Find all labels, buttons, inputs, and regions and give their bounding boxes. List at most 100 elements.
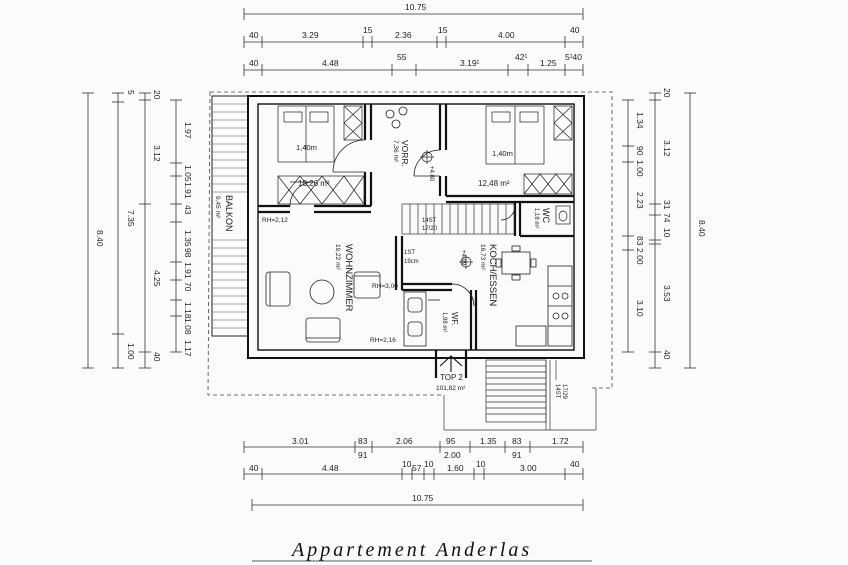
dim-top-r1-4: 15 bbox=[438, 25, 448, 35]
stair-lower-ratio: 17/29 bbox=[561, 384, 567, 400]
wc-area: 1,18 m² bbox=[533, 208, 539, 228]
stair-mid-height: 19cm bbox=[404, 259, 419, 265]
dim-bot-r1-6: 1.72 bbox=[552, 436, 569, 446]
kochessen-area: 16,73 m² bbox=[479, 244, 486, 270]
dim-top-r2-5: 1.25 bbox=[540, 58, 557, 68]
living-furniture bbox=[265, 271, 381, 343]
stair-upper bbox=[401, 203, 515, 235]
dim-right-in-0: 1.34 bbox=[635, 112, 645, 129]
dim-left-mid: 7.35 bbox=[126, 210, 136, 227]
dim-left-outer: 8.40 bbox=[95, 230, 105, 247]
dim-bot-r1-2: 2.06 bbox=[396, 436, 413, 446]
dim-bot-r2-7: 3.00 bbox=[520, 463, 537, 473]
bedroom1-bed-size: 1,40m bbox=[296, 143, 317, 152]
rh-label-1: RH=2,12 bbox=[262, 217, 288, 224]
dim-right-inner-3: 74 bbox=[662, 213, 672, 223]
stair-lower bbox=[443, 359, 597, 431]
beds bbox=[277, 105, 545, 165]
coat-hooks bbox=[385, 106, 408, 129]
dim-bot-r2-5: 1.60 bbox=[447, 463, 464, 473]
dim-left-inner-20: 20 bbox=[152, 90, 162, 100]
dim-left-in-6: 1.91 bbox=[183, 262, 193, 279]
rh-label-3: RH=2,16 bbox=[370, 337, 396, 344]
dim-bot-r1-4: 1.35 bbox=[480, 436, 497, 446]
dim-top-r1-1: 3.29 bbox=[302, 30, 319, 40]
dim-top-r1-2: 15 bbox=[363, 25, 373, 35]
dim-bot-r2-8: 40 bbox=[570, 459, 580, 469]
dim-bot-r1-0: 3.01 bbox=[292, 436, 309, 446]
door-swings bbox=[289, 139, 516, 307]
dim-right-inner-4: 10 bbox=[662, 228, 672, 238]
dim-left-in-10: 1.17 bbox=[183, 340, 193, 357]
dim-bot-sub-0: 91 bbox=[358, 450, 368, 460]
dim-left-in-2: 1.91 bbox=[183, 182, 193, 199]
dim-top-overall: 10.75 bbox=[405, 2, 427, 12]
dim-top-r1-0: 40 bbox=[249, 30, 259, 40]
bedroom2-area: 12,48 m² bbox=[478, 179, 510, 188]
stair-upper-ratio: 17/20 bbox=[422, 226, 438, 232]
kochessen-label: KOCH/ESSEN bbox=[487, 244, 498, 306]
bottom-dimensions bbox=[243, 441, 584, 511]
rh-label-2: RH=3,00 bbox=[372, 283, 398, 290]
dim-top-r1-5: 4.00 bbox=[498, 30, 515, 40]
dim-left-inner-425: 4.25 bbox=[152, 270, 162, 287]
stair-upper-steps: 14ST bbox=[422, 218, 437, 224]
dim-bot-r1-3: 95 bbox=[446, 436, 456, 446]
right-dimensions bbox=[622, 92, 696, 369]
dim-left-in-9: 1.08 bbox=[183, 318, 193, 335]
dim-bot-r2-6: 10 bbox=[476, 459, 486, 469]
kitchen-fixtures bbox=[495, 245, 573, 347]
roof-outline bbox=[207, 91, 613, 396]
dim-left-in-5: 98 bbox=[183, 248, 193, 258]
dim-right-inner-0: 20 bbox=[662, 88, 672, 98]
balkon-label: BALKON bbox=[224, 195, 234, 232]
dim-right-inner-1: 3.12 bbox=[662, 140, 672, 157]
dim-right-in-5: 2.00 bbox=[635, 248, 645, 265]
dim-bot-r2-3: 57 bbox=[412, 463, 422, 473]
dim-top-r2-0: 40 bbox=[249, 58, 259, 68]
bedroom1-area: 10,26 m² bbox=[298, 179, 330, 188]
dim-top-r1-3: 2.36 bbox=[395, 30, 412, 40]
wc-label: WC bbox=[541, 208, 551, 223]
dim-bot-r2-1: 4.48 bbox=[322, 463, 339, 473]
balkon-area: 9,45 m² bbox=[214, 196, 221, 219]
height-marker-kitchen bbox=[459, 255, 473, 269]
height-marker-vorraum bbox=[420, 150, 434, 164]
dim-top-r2-6: 5¹40 bbox=[565, 52, 582, 62]
stair-mid-steps: 1ST bbox=[404, 250, 415, 256]
entrance-arrow bbox=[439, 355, 463, 372]
dim-right-outer: 8.40 bbox=[697, 220, 707, 237]
wf-label: WF. bbox=[450, 312, 459, 326]
dim-bot-r1-5: 83 bbox=[512, 436, 522, 446]
dim-top-r2-3: 3.19¹ bbox=[460, 58, 480, 68]
dim-left-in-3: 43 bbox=[183, 205, 193, 215]
wohnzimmer-area: 19,22 m² bbox=[334, 244, 341, 270]
vorraum-label: VORR. bbox=[400, 140, 410, 167]
dim-right-in-1: 90 bbox=[635, 146, 645, 156]
dim-right-in-6: 3.10 bbox=[635, 300, 645, 317]
stair-lower-steps: 14ST bbox=[554, 384, 560, 399]
wf-area: 1,98 m² bbox=[441, 312, 447, 332]
dim-bot-r2-0: 40 bbox=[249, 463, 259, 473]
dim-right-inner-5: 3.53 bbox=[662, 285, 672, 302]
vorraum-area: 7,36 m² bbox=[392, 140, 399, 163]
dim-left-in-0: 1.97 bbox=[183, 122, 193, 139]
dim-bot-r1-1: 83 bbox=[358, 436, 368, 446]
top2-label: TOP 2 bbox=[440, 373, 463, 382]
top2-area: 101,82 m² bbox=[436, 385, 466, 392]
dim-bot-sub-1: 2.00 bbox=[444, 450, 461, 460]
dim-left-mid-100: 1.00 bbox=[126, 343, 136, 360]
dim-bot-sub-2: 91 bbox=[512, 450, 522, 460]
dim-left-inner-312: 3.12 bbox=[152, 145, 162, 162]
dim-top-r2-1: 4.48 bbox=[322, 58, 339, 68]
dim-left-mid-5: 5 bbox=[126, 90, 136, 95]
dim-right-inner-6: 40 bbox=[662, 350, 672, 360]
dim-right-in-2: 1.00 bbox=[635, 160, 645, 177]
bedroom2-bed-size: 1,40m bbox=[492, 149, 513, 158]
dim-right-inner-2: 31 bbox=[662, 200, 672, 210]
drawing-title: Appartement Anderlas bbox=[290, 539, 532, 561]
dim-left-inner-40: 40 bbox=[152, 352, 162, 362]
dim-left-in-7: 70 bbox=[183, 282, 193, 292]
wardrobes bbox=[277, 105, 573, 205]
dim-bot-r2-2: 10 bbox=[402, 459, 412, 469]
